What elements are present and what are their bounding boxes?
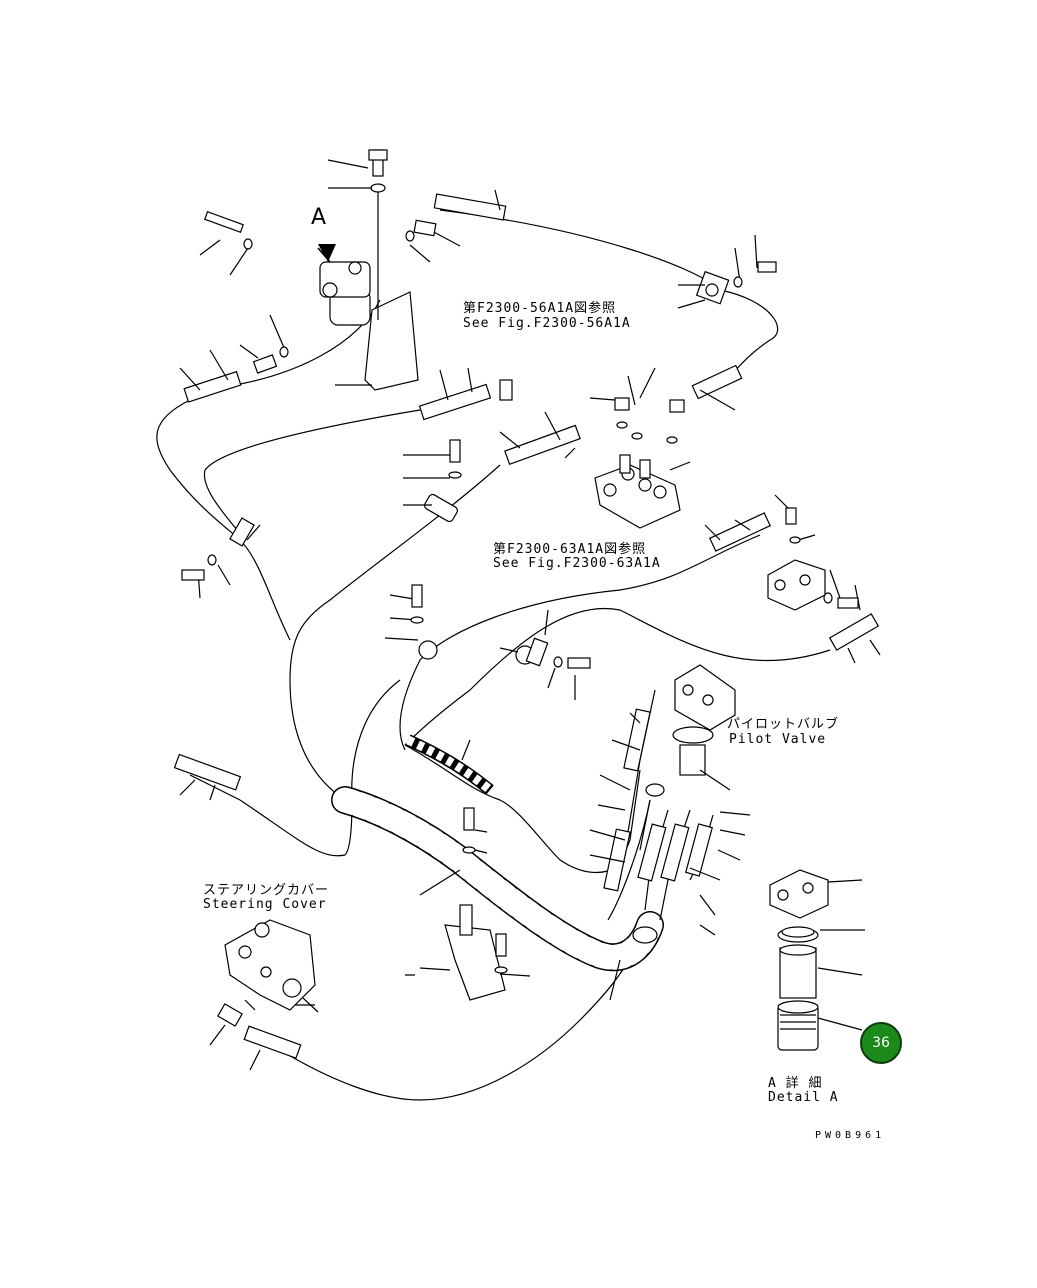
- pilot-valve-label-en: Pilot Valve: [729, 732, 827, 747]
- hose-fittings: [173, 193, 880, 1059]
- reference-note-1-jp: 第F2300-56A1A図参照: [463, 301, 617, 316]
- pilot-valve-label-jp: パイロットバルブ: [727, 717, 840, 732]
- detail-a-label-en: Detail A: [768, 1090, 839, 1105]
- page-number-badge[interactable]: 36: [860, 1022, 902, 1064]
- spiral-wrap-bundle: [331, 734, 664, 972]
- detail-a-parts: [769, 869, 829, 1051]
- control-valve-block: [594, 454, 681, 529]
- leader-lines: [179, 159, 881, 1071]
- valve-block-right: [767, 559, 826, 611]
- drawing-number: PW0B961: [815, 1130, 886, 1141]
- view-a-marker: A: [311, 205, 327, 230]
- steering-cover-label-jp: ステアリングカバー: [203, 883, 330, 898]
- steering-cover-label-en: Steering Cover: [203, 897, 327, 912]
- pilot-valve: [672, 664, 736, 776]
- steering-cover: [224, 919, 316, 1011]
- line-filter-assembly: [317, 149, 419, 391]
- reference-note-2-en: See Fig.F2300-63A1A: [493, 556, 661, 571]
- clamps-brackets: [229, 270, 730, 1001]
- detail-a-label-jp: A 詳 細: [768, 1076, 823, 1091]
- bolts-washers: [181, 210, 859, 974]
- reference-note-1-en: See Fig.F2300-56A1A: [463, 316, 631, 331]
- reference-note-2-jp: 第F2300-63A1A図参照: [493, 542, 647, 557]
